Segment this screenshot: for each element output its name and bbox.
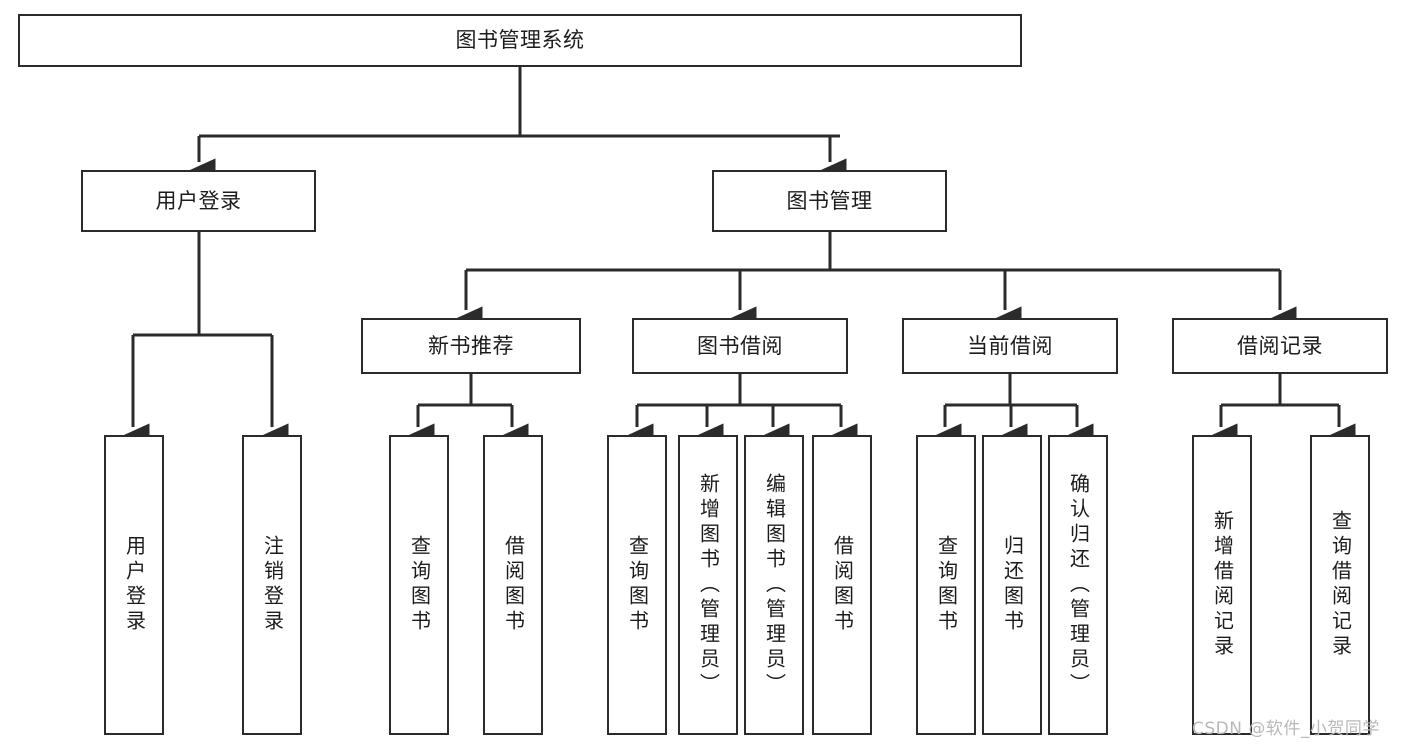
node-current-borrow[interactable]: 当前借阅 — [902, 318, 1118, 374]
node-leaf-add-book-label: 新增图书（管理员） — [696, 472, 721, 698]
node-leaf-confirm-return-label: 确认归还（管理员） — [1066, 472, 1091, 698]
node-leaf-query-book-rec[interactable]: 查询图书 — [389, 435, 449, 735]
node-leaf-query-book-rec-label: 查询图书 — [407, 535, 432, 635]
node-borrow-record[interactable]: 借阅记录 — [1172, 318, 1388, 374]
node-leaf-borrow-book-rec-label: 借阅图书 — [501, 535, 526, 635]
node-book-borrow-label: 图书借阅 — [697, 333, 783, 358]
node-new-book-rec[interactable]: 新书推荐 — [361, 318, 581, 374]
node-leaf-query-record-label: 查询借阅记录 — [1328, 510, 1353, 660]
node-current-borrow-label: 当前借阅 — [967, 333, 1053, 358]
node-leaf-return-book[interactable]: 归还图书 — [982, 435, 1042, 735]
node-leaf-query-record[interactable]: 查询借阅记录 — [1310, 435, 1370, 735]
node-book-manage[interactable]: 图书管理 — [712, 170, 947, 232]
node-leaf-confirm-return[interactable]: 确认归还（管理员） — [1048, 435, 1108, 735]
node-user-login-label: 用户登录 — [155, 188, 242, 213]
csdn-watermark: CSDN @软件_小贺同学 — [1192, 719, 1380, 739]
node-borrow-record-label: 借阅记录 — [1237, 333, 1323, 358]
node-book-borrow[interactable]: 图书借阅 — [632, 318, 848, 374]
node-new-book-rec-label: 新书推荐 — [428, 333, 514, 358]
node-root[interactable]: 图书管理系统 — [18, 14, 1022, 67]
node-user-login[interactable]: 用户登录 — [81, 170, 316, 232]
node-leaf-borrow-book-label: 借阅图书 — [830, 535, 855, 635]
node-leaf-logout-label: 注销登录 — [260, 535, 285, 635]
node-leaf-edit-book-label: 编辑图书（管理员） — [762, 472, 787, 698]
node-root-label: 图书管理系统 — [455, 28, 585, 53]
node-leaf-query-book-borrow[interactable]: 查询图书 — [607, 435, 667, 735]
node-leaf-query-book-cur[interactable]: 查询图书 — [916, 435, 976, 735]
node-leaf-user-login-label: 用户登录 — [122, 535, 147, 635]
node-leaf-user-login[interactable]: 用户登录 — [104, 435, 164, 735]
node-leaf-query-book-borrow-label: 查询图书 — [625, 535, 650, 635]
node-leaf-return-book-label: 归还图书 — [1000, 535, 1025, 635]
node-leaf-add-record-label: 新增借阅记录 — [1210, 510, 1235, 660]
node-leaf-logout[interactable]: 注销登录 — [242, 435, 302, 735]
node-leaf-edit-book[interactable]: 编辑图书（管理员） — [744, 435, 804, 735]
node-leaf-borrow-book-rec[interactable]: 借阅图书 — [483, 435, 543, 735]
node-book-manage-label: 图书管理 — [786, 188, 873, 213]
node-leaf-add-record[interactable]: 新增借阅记录 — [1192, 435, 1252, 735]
node-leaf-query-book-cur-label: 查询图书 — [934, 535, 959, 635]
node-leaf-borrow-book[interactable]: 借阅图书 — [812, 435, 872, 735]
node-leaf-add-book[interactable]: 新增图书（管理员） — [678, 435, 738, 735]
